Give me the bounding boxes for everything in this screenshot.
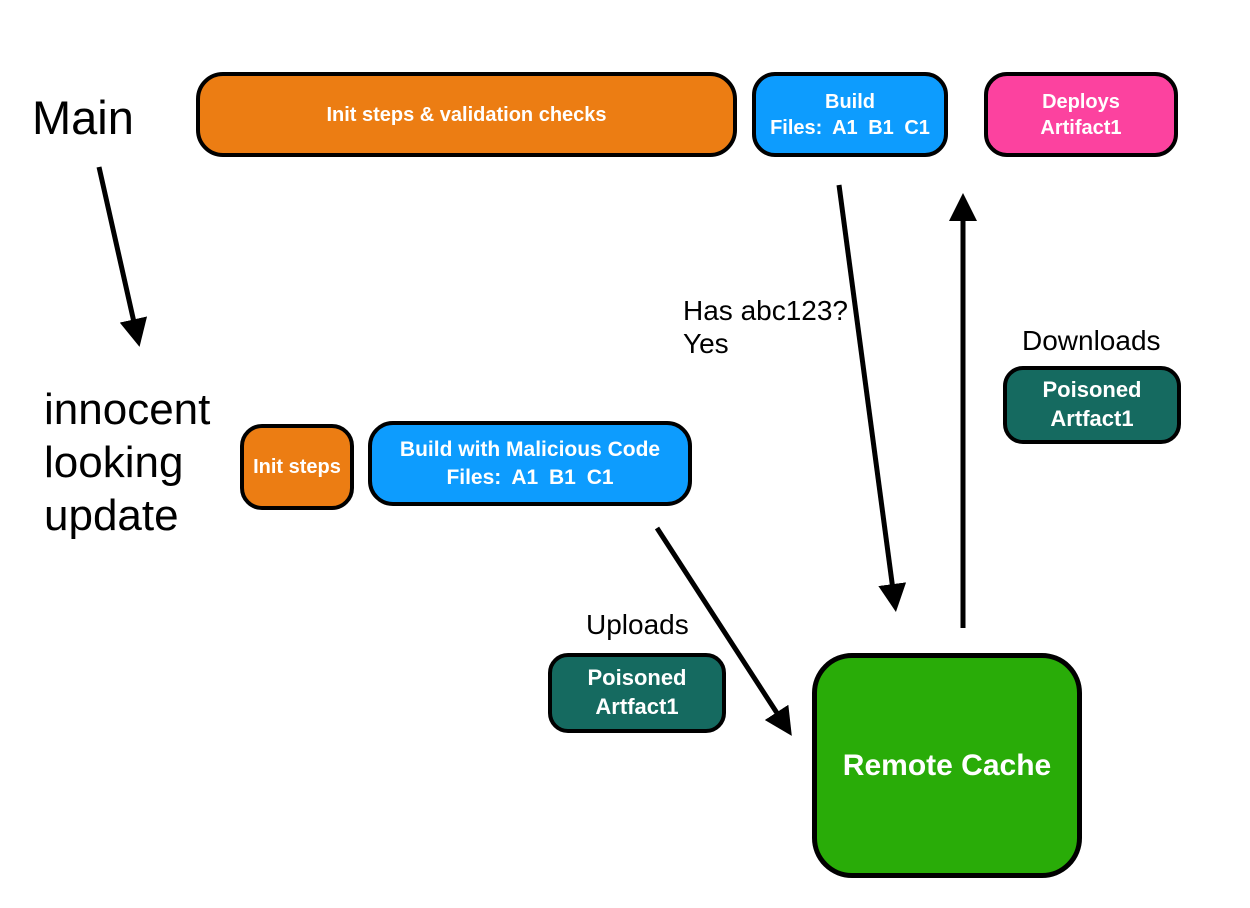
node-build-with-malicious-code-line1: Build with Malicious Code [399,438,661,462]
node-init-steps-label: Init steps [253,456,341,478]
arrow-main-to-innocent-update [96,166,148,347]
node-poisoned-artifact-upload-line2: Artfact1 [595,694,679,719]
main-branch-label: Main [32,91,134,144]
innocent-update-label-line1: innocent [44,385,211,434]
node-remote-cache: Remote Cache [812,653,1082,878]
uploads-label: Uploads [586,609,689,640]
has-hash-question-label: Has abc123? Yes [683,294,848,360]
node-deploys-artifact1-line1: Deploys [1042,90,1120,113]
has-hash-question-line2: Yes [683,328,729,359]
node-deploys-artifact1-line2: Artifact1 [1040,116,1122,139]
node-poisoned-artifact-download: Poisoned Artfact1 [1003,366,1181,444]
node-poisoned-artifact-upload: Poisoned Artfact1 [548,653,726,733]
node-poisoned-artifact-download-line2: Artfact1 [1050,406,1134,431]
node-init-steps-validation-checks: Init steps & validation checks [196,72,737,157]
innocent-update-label-line3: update [44,491,179,540]
node-build-clean-line2: Files: A1 B1 C1 [770,116,930,139]
innocent-update-label-line2: looking [44,438,184,487]
innocent-update-label: innocent looking update [44,383,210,542]
node-build-with-malicious-code-line2: Files: A1 B1 C1 [446,465,614,489]
node-deploys-artifact1: Deploys Artifact1 [984,72,1178,157]
node-remote-cache-label: Remote Cache [842,749,1052,782]
arrow-build-to-remote-cache [836,184,907,612]
node-build-clean: Build Files: A1 B1 C1 [752,72,948,157]
node-build-clean-line1: Build [825,90,875,113]
node-init-steps-validation-checks-label: Init steps & validation checks [326,103,607,126]
node-poisoned-artifact-download-line1: Poisoned [1042,377,1142,403]
downloads-label: Downloads [1022,325,1161,356]
node-init-steps: Init steps [240,424,354,510]
node-poisoned-artifact-upload-line1: Poisoned [587,665,687,691]
node-build-with-malicious-code: Build with Malicious Code Files: A1 B1 C… [368,421,692,506]
has-hash-question-line1: Has abc123? [683,295,849,326]
